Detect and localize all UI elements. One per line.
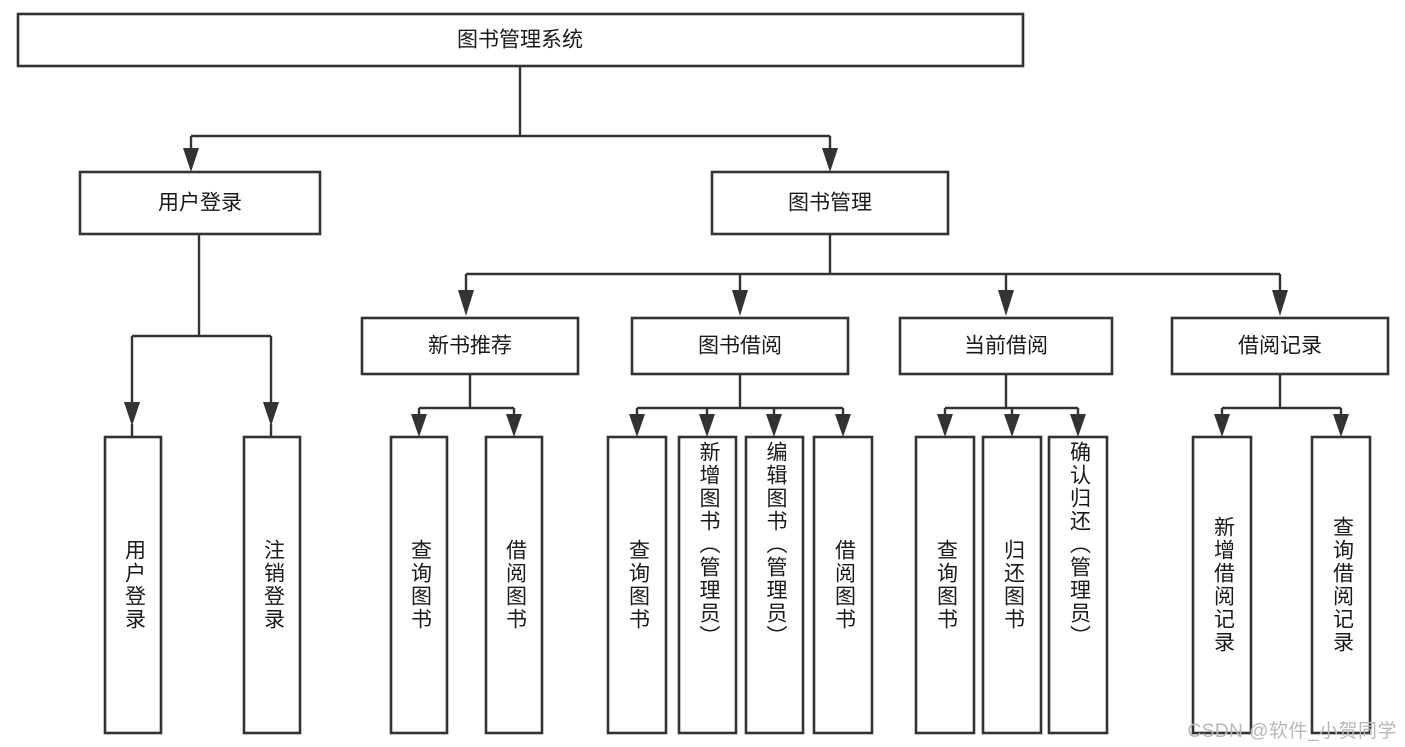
node-borrow-record-label: 借阅记录 bbox=[1238, 335, 1322, 358]
node-book-borrow-label: 图书借阅 bbox=[698, 335, 782, 358]
node-new-book-label: 新书推荐 bbox=[428, 335, 512, 358]
arrow-nb-borrow bbox=[506, 414, 522, 437]
arrow-to-borrow-record bbox=[1272, 290, 1288, 316]
arrow-to-book-manage bbox=[822, 148, 838, 172]
node-layer: 图书管理系统 用户登录 图书管理 新书推荐 图书借阅 当前借阅 借阅记录 bbox=[16, 12, 1390, 735]
arrow-bb-add bbox=[699, 414, 715, 437]
node-current-borrow-box[interactable] bbox=[898, 316, 1114, 376]
arrow-nb-query bbox=[411, 414, 427, 437]
arrow-to-user-login-leaf bbox=[124, 402, 140, 426]
arrow-to-new-book bbox=[458, 290, 474, 316]
node-borrow-record-box[interactable] bbox=[1170, 316, 1390, 376]
arrow-to-book-borrow bbox=[732, 290, 748, 316]
arrow-br-add bbox=[1214, 414, 1230, 437]
node-user-login-label: 用户登录 bbox=[158, 192, 242, 215]
node-user-login-box[interactable] bbox=[78, 170, 322, 236]
arrow-bb-borrow bbox=[835, 414, 851, 437]
node-leaf-br-query-box[interactable] bbox=[1310, 435, 1372, 735]
node-leaf-user-login-box[interactable] bbox=[103, 435, 163, 735]
node-leaf-user-logout-box[interactable] bbox=[242, 435, 302, 735]
node-leaf-br-add-box[interactable] bbox=[1191, 435, 1253, 735]
node-leaf-bb-edit-box[interactable] bbox=[744, 435, 805, 735]
watermark-text: CSDN @软件_小贺同学 bbox=[1187, 721, 1397, 742]
node-leaf-nb-borrow-box[interactable] bbox=[484, 435, 544, 735]
node-leaf-nb-query-box[interactable] bbox=[389, 435, 449, 735]
arrow-cb-query bbox=[937, 414, 953, 437]
node-book-manage-box[interactable] bbox=[710, 170, 950, 236]
node-book-borrow-box[interactable] bbox=[630, 316, 850, 376]
node-leaf-bb-borrow-box[interactable] bbox=[812, 435, 874, 735]
connector-layer bbox=[124, 66, 1349, 437]
arrow-bb-edit bbox=[766, 414, 782, 437]
node-new-book-box[interactable] bbox=[360, 316, 580, 376]
arrow-bb-query bbox=[629, 414, 645, 437]
node-root-box[interactable] bbox=[16, 12, 1025, 68]
node-current-borrow-label: 当前借阅 bbox=[964, 335, 1048, 358]
node-book-manage-label: 图书管理 bbox=[788, 192, 872, 215]
node-root-label: 图书管理系统 bbox=[457, 29, 583, 52]
arrow-to-current-borrow bbox=[998, 290, 1014, 316]
arrow-cb-return bbox=[1004, 414, 1020, 437]
node-leaf-bb-query-box[interactable] bbox=[606, 435, 668, 735]
node-leaf-cb-query-box[interactable] bbox=[914, 435, 976, 735]
arrow-to-user-logout-leaf bbox=[263, 402, 279, 426]
arrow-cb-confirm bbox=[1070, 414, 1086, 437]
node-leaf-cb-return-box[interactable] bbox=[981, 435, 1043, 735]
node-leaf-bb-add-box[interactable] bbox=[677, 435, 738, 735]
arrow-to-user-login bbox=[183, 148, 199, 172]
arrow-br-query bbox=[1333, 414, 1349, 437]
node-leaf-cb-confirm-box[interactable] bbox=[1047, 435, 1109, 735]
